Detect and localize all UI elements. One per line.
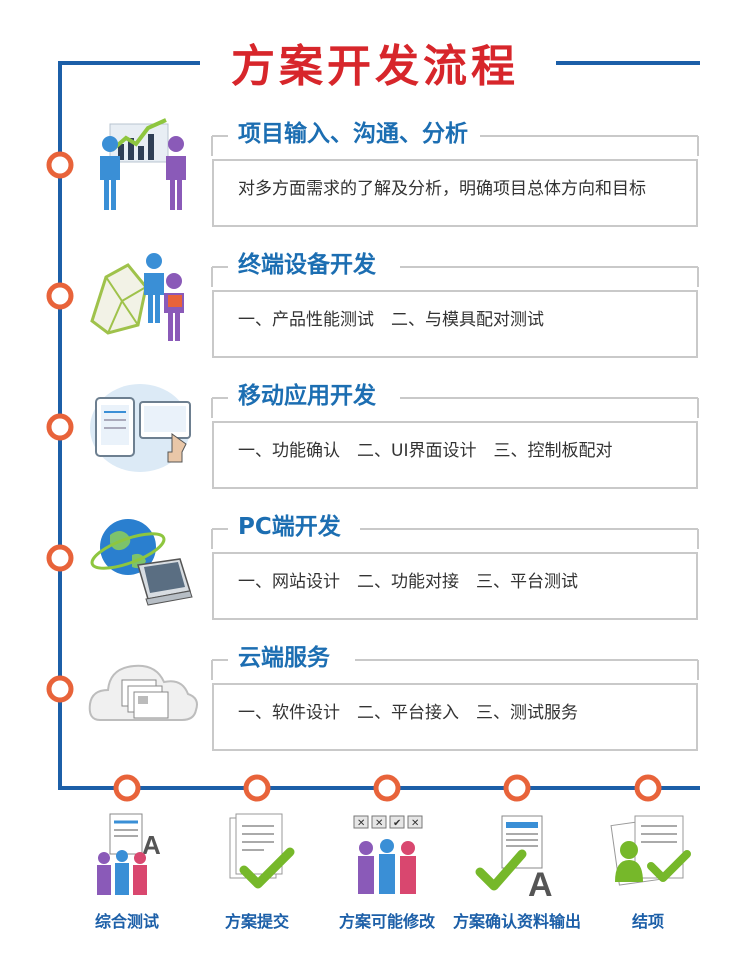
step-description: 对多方面需求的了解及分析，明确项目总体方向和目标	[238, 179, 646, 199]
process-step: PC端开发 一、网站设计 二、功能对接 三、平台测试	[0, 509, 750, 629]
page-title: 方案开发流程	[231, 41, 519, 92]
bottom-step-label: 方案提交	[224, 912, 290, 931]
step-box	[212, 683, 698, 751]
process-step: 项目输入、沟通、分析 对多方面需求的了解及分析，明确项目总体方向和目标	[0, 116, 750, 236]
step-heading: 云端服务	[228, 640, 340, 676]
step-description: 一、网站设计 二、功能对接 三、平台测试	[238, 572, 578, 592]
device-model-icon	[90, 253, 184, 341]
process-step: 移动应用开发 一、功能确认 二、UI界面设计 三、控制板配对	[0, 378, 750, 498]
timeline-node	[46, 151, 74, 179]
bottom-step-label: 方案确认资料输出	[452, 912, 582, 931]
step-box	[212, 421, 698, 489]
step-description: 一、软件设计 二、平台接入 三、测试服务	[238, 703, 578, 723]
svg-text:✕: ✕	[357, 818, 365, 829]
completion-icon	[610, 815, 691, 886]
svg-text:✔: ✔	[393, 818, 401, 829]
team-revise-icon: ✕ ✕ ✔ ✕	[353, 815, 423, 894]
timeline-node	[634, 774, 662, 802]
step-heading: 移动应用开发	[228, 378, 386, 414]
timeline-node	[113, 774, 141, 802]
business-chart-icon	[100, 118, 186, 210]
timeline-node	[503, 774, 531, 802]
step-heading: 终端设备开发	[228, 247, 386, 283]
svg-text:✕: ✕	[375, 818, 383, 829]
bottom-step-label: 方案可能修改	[338, 912, 436, 931]
step-description: 一、功能确认 二、UI界面设计 三、控制板配对	[238, 441, 613, 461]
team-test-icon: A	[97, 813, 161, 895]
timeline-node	[46, 675, 74, 703]
step-box	[212, 159, 698, 227]
globe-laptop-icon	[90, 519, 193, 606]
cloud-icon	[88, 664, 198, 721]
step-description: 一、产品性能测试 二、与模具配对测试	[238, 310, 544, 330]
svg-text:A: A	[142, 830, 161, 860]
svg-text:A: A	[528, 866, 553, 900]
bottom-step-label: 综合测试	[94, 912, 160, 931]
document-check-icon	[229, 813, 295, 889]
timeline-node	[373, 774, 401, 802]
process-step: 终端设备开发 一、产品性能测试 二、与模具配对测试	[0, 247, 750, 367]
step-box	[212, 290, 698, 358]
timeline-node	[46, 282, 74, 310]
timeline-node	[46, 413, 74, 441]
step-box	[212, 552, 698, 620]
bottom-step-label: 结项	[631, 912, 665, 931]
timeline-node	[243, 774, 271, 802]
step-heading: 项目输入、沟通、分析	[228, 116, 478, 152]
timeline-node	[46, 544, 74, 572]
document-output-icon: A	[475, 815, 553, 900]
process-step: 云端服务 一、软件设计 二、平台接入 三、测试服务	[0, 640, 750, 760]
mobile-app-icon	[90, 384, 191, 472]
svg-text:✕: ✕	[411, 818, 419, 829]
step-heading: PC端开发	[228, 509, 351, 545]
